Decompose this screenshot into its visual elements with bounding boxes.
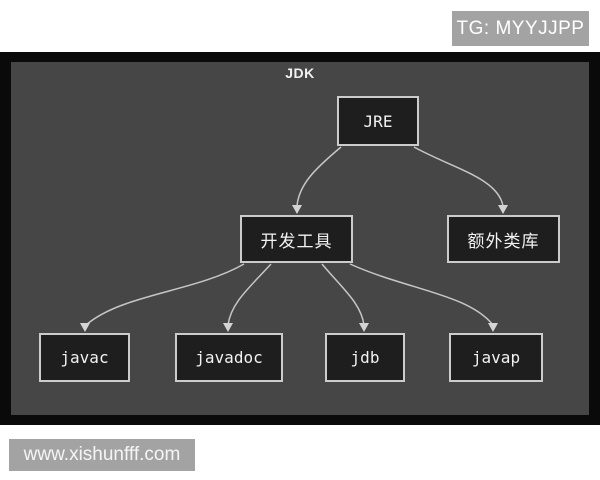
node-javap: javap	[449, 333, 543, 382]
node-jre-label: JRE	[363, 111, 393, 131]
node-dev-tools: 开发工具	[240, 215, 353, 263]
node-dev-tools-label: 开发工具	[260, 231, 333, 252]
node-javadoc: javadoc	[175, 333, 283, 382]
node-extra-libraries-label: 额外类库	[467, 231, 540, 252]
node-jdb: jdb	[325, 333, 405, 382]
node-javac-label: javac	[60, 348, 109, 367]
node-extra-libraries: 额外类库	[447, 215, 560, 263]
node-javadoc-label: javadoc	[195, 348, 263, 367]
node-javap-label: javap	[471, 348, 521, 367]
node-javac: javac	[39, 333, 130, 382]
jdk-container-label: JDK	[285, 65, 315, 81]
watermark-badge-top: TG: MYYJJPP	[452, 11, 589, 46]
watermark-bottom-text: www.xishunfff.com	[23, 444, 181, 465]
watermark-badge-bottom: www.xishunfff.com	[9, 439, 195, 471]
node-jre: JRE	[337, 96, 419, 146]
node-jdb-label: jdb	[350, 348, 380, 367]
watermark-top-text: TG: MYYJJPP	[456, 17, 585, 39]
